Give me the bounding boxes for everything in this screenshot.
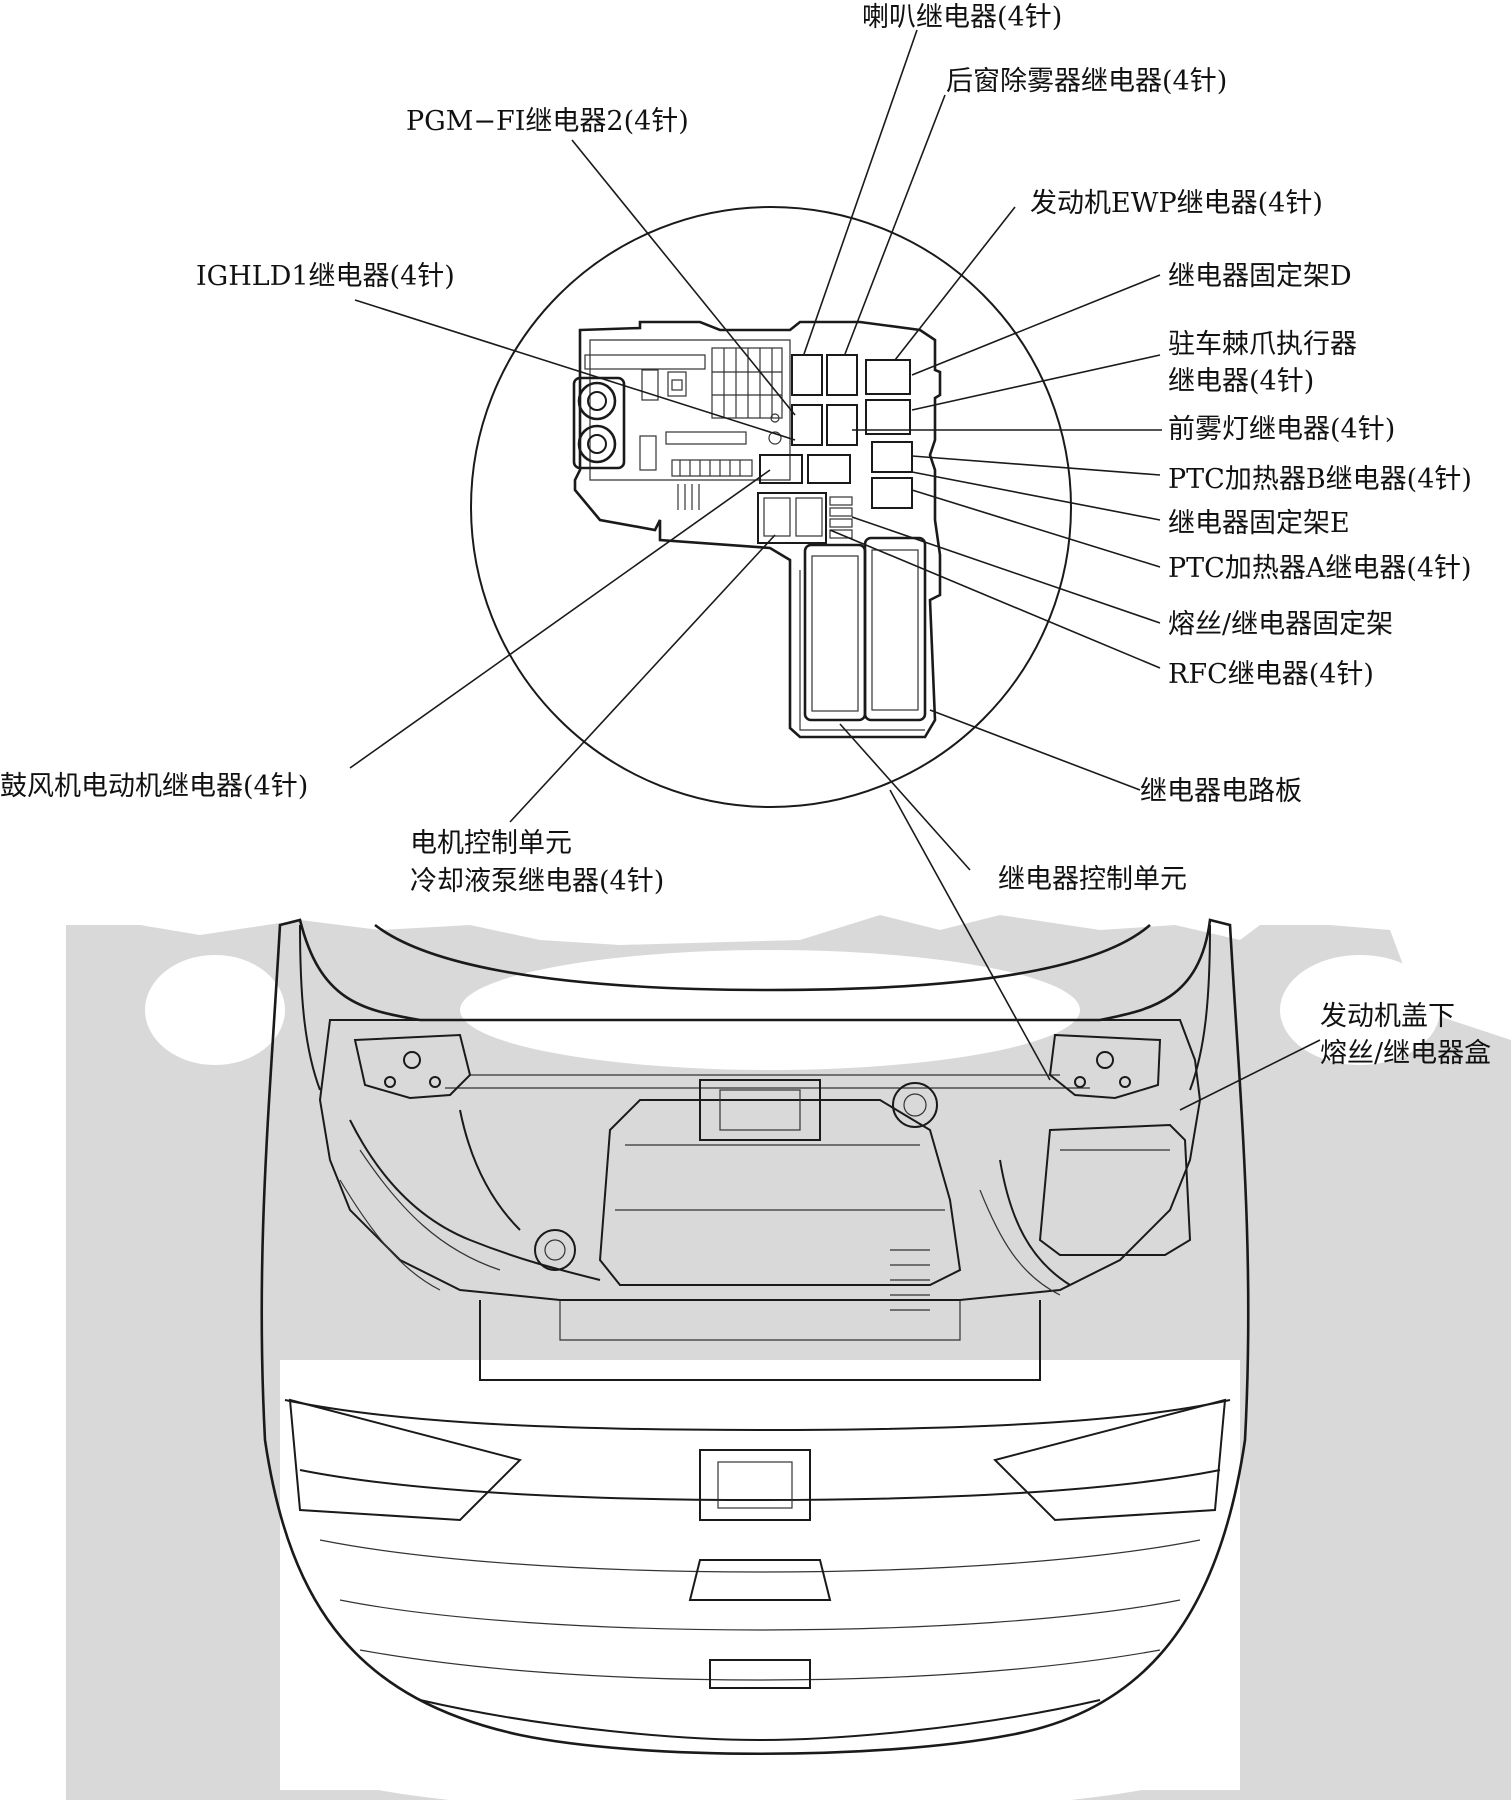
label-ptc-heater-a-relay: PTC加热器A继电器(4针) — [1168, 553, 1472, 584]
leader-lines — [349, 29, 1321, 1111]
label-relay-holder-e: 继电器固定架E — [1168, 508, 1350, 539]
label-rfc-relay: RFC继电器(4针) — [1168, 659, 1374, 690]
label-rear-defogger-relay: 后窗除雾器继电器(4针) — [946, 66, 1227, 97]
label-ptc-heater-b-relay: PTC加热器B继电器(4针) — [1168, 464, 1472, 495]
label-parking-pawl-relay-line2: 继电器(4针) — [1168, 366, 1314, 397]
label-horn-relay: 喇叭继电器(4针) — [862, 2, 1062, 33]
label-underhood-box-line1: 发动机盖下 — [1320, 1001, 1455, 1032]
label-motor-ctrl-line2: 冷却液泵继电器(4针) — [410, 866, 664, 897]
label-motor-ctrl-line1: 电机控制单元 — [410, 828, 572, 859]
label-ighld1-relay: IGHLD1继电器(4针) — [196, 261, 455, 292]
label-parking-pawl-relay-line1: 驻车棘爪执行器 — [1168, 329, 1357, 360]
label-engine-ewp-relay: 发动机EWP继电器(4针) — [1030, 188, 1323, 219]
label-pgm-fi-relay2: PGM−FI继电器2(4针) — [406, 106, 689, 137]
magnifier-circle — [470, 206, 1072, 808]
callout-labels: 喇叭继电器(4针) 后窗除雾器继电器(4针) PGM−FI继电器2(4针) 发动… — [0, 2, 1491, 1069]
label-front-fog-relay: 前雾灯继电器(4针) — [1168, 414, 1395, 445]
background-shading — [66, 915, 1511, 1800]
car-front-drawing — [260, 918, 1250, 1756]
label-relay-control-unit: 继电器控制单元 — [998, 864, 1187, 895]
label-relay-holder-d: 继电器固定架D — [1168, 261, 1352, 292]
label-fuse-relay-holder: 熔丝/继电器固定架 — [1168, 609, 1393, 640]
label-relay-circuit-board: 继电器电路板 — [1140, 776, 1302, 807]
label-blower-motor-relay: 鼓风机电动机继电器(4针) — [0, 771, 308, 802]
label-underhood-box-line2: 熔丝/继电器盒 — [1320, 1038, 1491, 1069]
fuse-relay-box-detail — [572, 320, 942, 739]
